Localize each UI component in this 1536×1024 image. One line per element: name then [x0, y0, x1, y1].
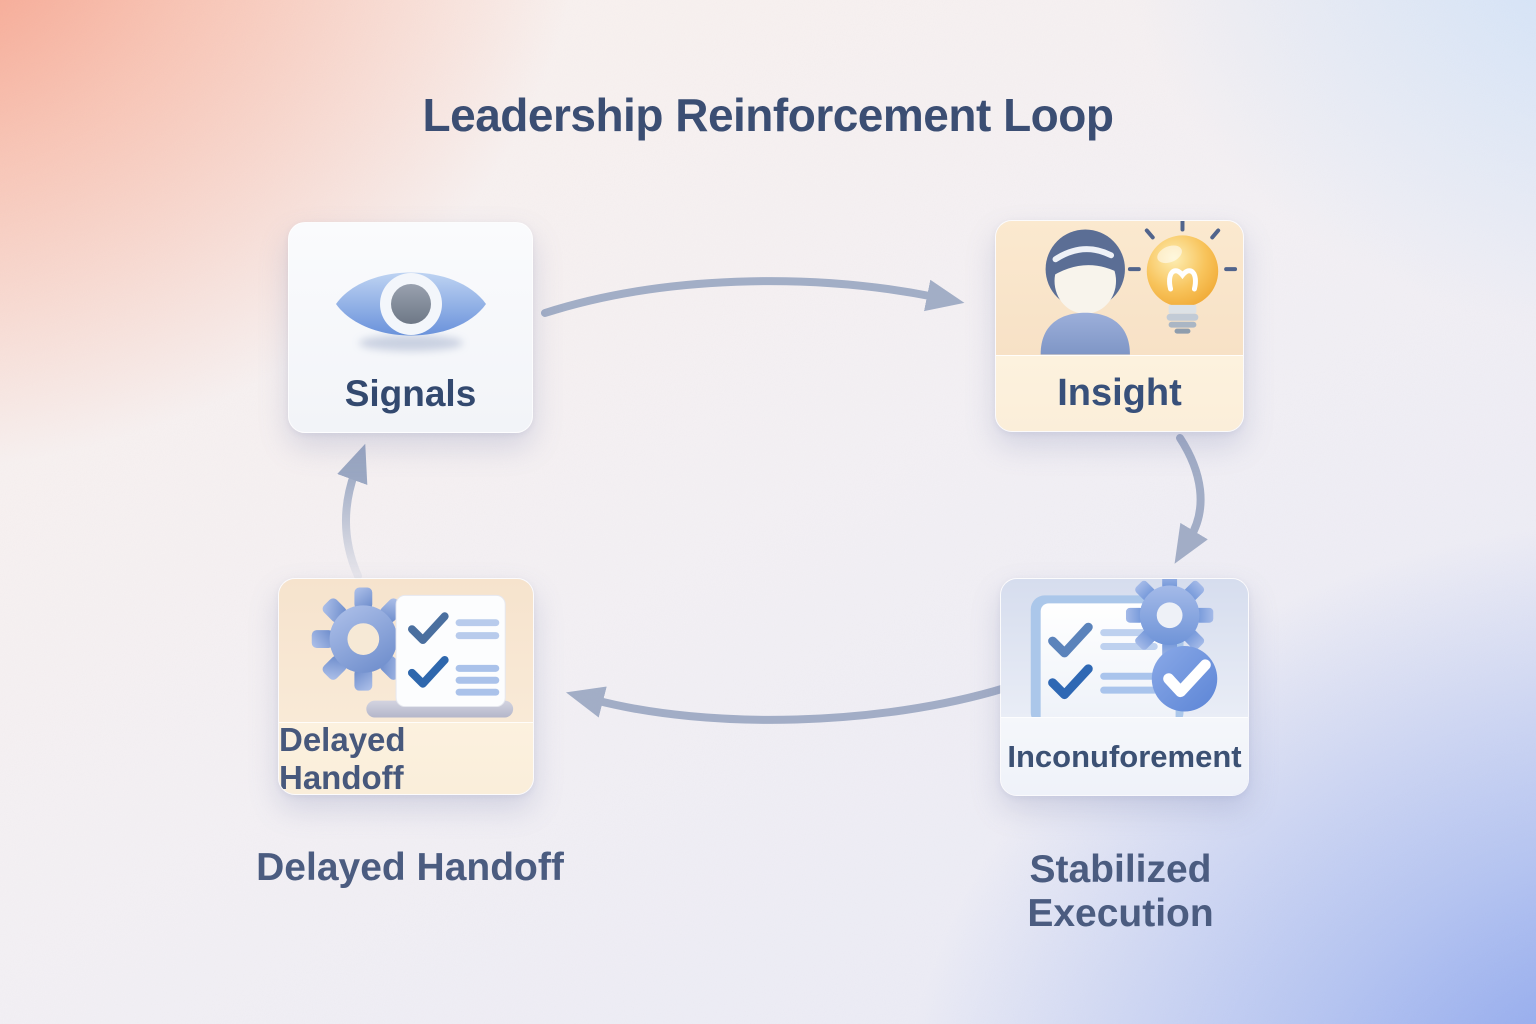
node-signals: Signals [288, 222, 533, 433]
node-execution-label-strip: Inconuforement [1001, 717, 1248, 795]
arrow-signals-to-insight [541, 277, 965, 317]
checklist-gear-check-icon [1001, 579, 1248, 717]
person-lightbulb-icon-svg [1040, 221, 1238, 355]
caption-stabilized-execution: Stabilized Execution [1027, 848, 1214, 935]
eye-icon [326, 249, 496, 359]
node-signals-label: Signals [344, 373, 477, 414]
node-insight-label-strip: Insight [996, 355, 1243, 431]
checklist-gear-check-icon-svg [1030, 579, 1218, 717]
gear-checklist-icon [279, 579, 533, 722]
person-lightbulb-icon [996, 221, 1243, 355]
eye-icon-svg [335, 272, 486, 351]
node-handoff-label-strip: Delayed Handoff [279, 720, 533, 795]
arrow-execution-to-handoff [565, 684, 1009, 724]
diagram-title: Leadership Reinforcement Loop [422, 89, 1114, 141]
node-handoff: Delayed Handoff [278, 578, 534, 795]
node-execution-label: Inconuforement [1007, 738, 1242, 774]
caption-delayed-handoff: Delayed Handoff [256, 846, 564, 889]
node-insight-label: Insight [1057, 372, 1182, 414]
arrow-insight-to-execution [1174, 434, 1208, 564]
gear-checklist-icon-svg [311, 587, 514, 718]
node-handoff-label: Delayed Handoff [279, 720, 406, 795]
arrow-handoff-to-signals [337, 443, 368, 580]
node-insight: Insight [995, 220, 1244, 432]
node-execution: Inconuforement [1000, 578, 1249, 796]
